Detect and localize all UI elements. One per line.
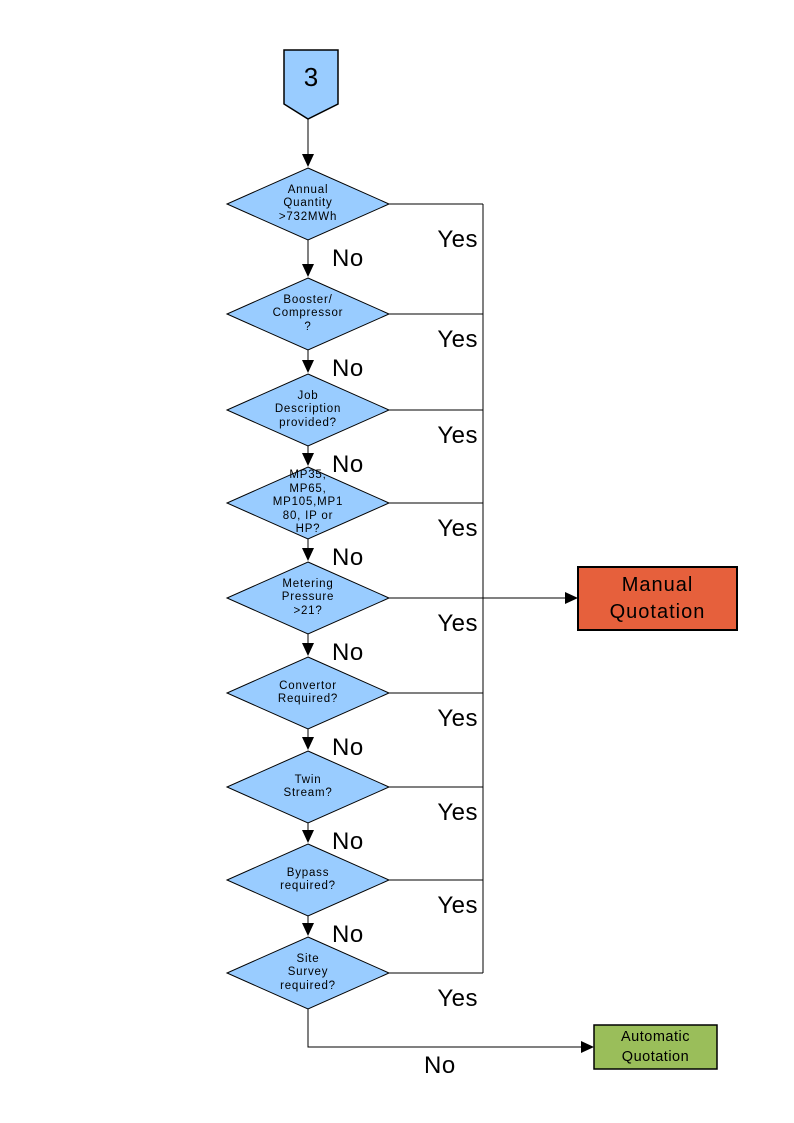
no-label: No — [332, 639, 364, 666]
arrowhead-d6 — [302, 643, 314, 656]
decision-mp-range-shape — [225, 466, 391, 540]
decision-site-survey-shape — [225, 936, 391, 1010]
decision-metering-pressure-shape — [225, 561, 391, 635]
decision-metering-pressure-label: Metering Pressure >21? — [281, 577, 335, 617]
offpage-connector-shape — [283, 49, 339, 120]
no-label: No — [332, 451, 364, 478]
arrowhead-d7 — [302, 737, 314, 750]
no-label-final: No — [424, 1052, 456, 1079]
decision-diamonds — [225, 167, 391, 1010]
arrowhead-manual-quotation — [565, 592, 578, 604]
yes-label: Yes — [437, 422, 478, 449]
terminal-automatic-quotation-label: Automatic Quotation — [621, 1029, 690, 1065]
no-label: No — [332, 921, 364, 948]
arrowhead-d2 — [302, 264, 314, 277]
decision-twin-stream-shape — [225, 750, 391, 824]
decision-booster-compressor-shape — [225, 277, 391, 351]
decision-booster-compressor-label: Booster/ Compressor ? — [272, 293, 344, 333]
decision-bypass-required-shape — [225, 843, 391, 917]
yes-label: Yes — [437, 799, 478, 826]
arrowhead-d8 — [302, 830, 314, 843]
decision-convertor-required-label: Convertor Required? — [277, 679, 339, 706]
arrowhead-d9 — [302, 923, 314, 936]
decision-convertor-required-shape — [225, 656, 391, 730]
arrowhead-d5 — [302, 548, 314, 561]
decision-twin-stream-label: Twin Stream? — [283, 773, 333, 800]
connector-arrowheads — [302, 154, 594, 1053]
decision-annual-quantity-label: Annual Quantity >732MWh — [278, 183, 338, 223]
offpage-connector-label: 3 — [303, 62, 319, 92]
yes-label: Yes — [437, 705, 478, 732]
terminal-automatic-quotation-shape — [593, 1024, 718, 1070]
connector-lines — [307, 119, 582, 1048]
terminal-manual-quotation-label: Manual Quotation — [609, 573, 706, 623]
no-label: No — [332, 828, 364, 855]
terminal-manual-quotation-shape — [577, 566, 738, 631]
arrowhead-automatic-quotation — [581, 1041, 594, 1053]
yes-label: Yes — [437, 985, 478, 1012]
decision-annual-quantity-shape — [225, 167, 391, 241]
no-label: No — [332, 544, 364, 571]
decision-job-description-shape — [225, 373, 391, 447]
no-label: No — [332, 245, 364, 272]
yes-label: Yes — [437, 515, 478, 542]
no-label: No — [332, 734, 364, 761]
arrowhead-d4 — [302, 453, 314, 466]
arrowhead-d3 — [302, 360, 314, 373]
no-label: No — [332, 355, 364, 382]
decision-mp-range-label: MP35, MP65, MP105,MP1 80, IP or HP? — [272, 469, 344, 536]
yes-label: Yes — [437, 226, 478, 253]
yes-label: Yes — [437, 326, 478, 353]
decision-job-description-label: Job Description provided? — [274, 389, 342, 429]
yes-label: Yes — [437, 892, 478, 919]
decision-bypass-required-label: Bypass required? — [280, 866, 336, 893]
edge-d9-no-to-automatic — [307, 1009, 582, 1048]
decision-site-survey-label: Site Survey required? — [280, 952, 336, 992]
arrowhead-d1 — [302, 154, 314, 167]
yes-label: Yes — [437, 610, 478, 637]
